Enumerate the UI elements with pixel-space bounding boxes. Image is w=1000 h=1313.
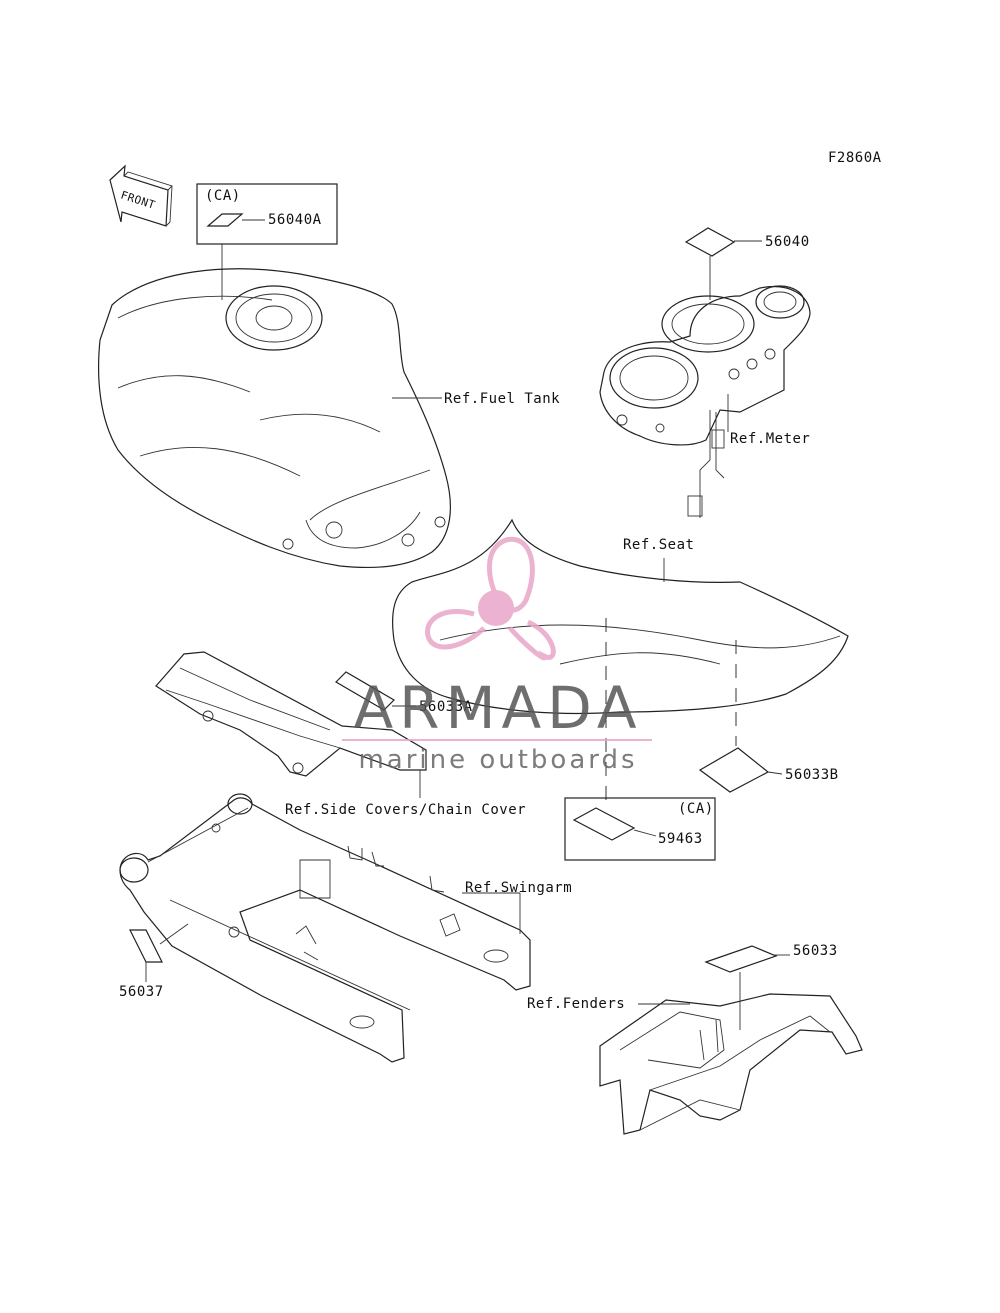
ref-seat: Ref.Seat — [623, 537, 694, 553]
part-number-59463: 59463 — [658, 831, 703, 847]
callout-box-56040A: (CA) 56040A — [196, 183, 338, 300]
watermark-tagline: marine outboards — [358, 745, 637, 775]
part-number-56033A: 56033A — [419, 699, 473, 715]
ca-label-1: (CA) — [205, 188, 241, 204]
part-number-56033: 56033 — [793, 943, 838, 959]
ca-label-2: (CA) — [678, 801, 714, 817]
callout-box-59463: (CA) 59463 — [564, 797, 716, 861]
fuel-tank-drawing — [98, 268, 451, 569]
label-decal-56040A — [206, 213, 244, 227]
part-number-56040A: 56040A — [268, 212, 322, 228]
label-decal-56033 — [704, 945, 778, 973]
watermark: ARMADA marine outboards — [342, 536, 652, 775]
part-number-56037: 56037 — [119, 984, 164, 1000]
ref-meter: Ref.Meter — [730, 431, 810, 447]
ref-fenders: Ref.Fenders — [527, 996, 625, 1012]
seat-drawing — [391, 518, 849, 715]
part-number-56040: 56040 — [765, 234, 810, 250]
ref-fuel-tank: Ref.Fuel Tank — [444, 391, 560, 407]
swingarm-drawing — [119, 793, 531, 1063]
meter-drawing — [599, 285, 811, 518]
label-decal-56033B — [698, 747, 770, 793]
label-decal-56040 — [684, 227, 736, 257]
ref-swingarm: Ref.Swingarm — [465, 880, 572, 896]
fenders-drawing — [599, 993, 863, 1135]
side-cover-drawing — [155, 651, 427, 777]
front-arrow-icon: FRONT — [109, 164, 173, 227]
front-label: FRONT — [119, 188, 157, 211]
label-decal-56033A — [335, 671, 395, 711]
diagram-code: F2860A — [828, 150, 882, 166]
propeller-logo-icon — [425, 536, 556, 661]
part-number-56033B: 56033B — [785, 767, 839, 783]
watermark-brand: ARMADA — [353, 674, 642, 742]
ref-side-covers: Ref.Side Covers/Chain Cover — [285, 802, 526, 818]
label-decal-56037 — [129, 929, 163, 963]
label-decal-59463 — [572, 807, 636, 841]
